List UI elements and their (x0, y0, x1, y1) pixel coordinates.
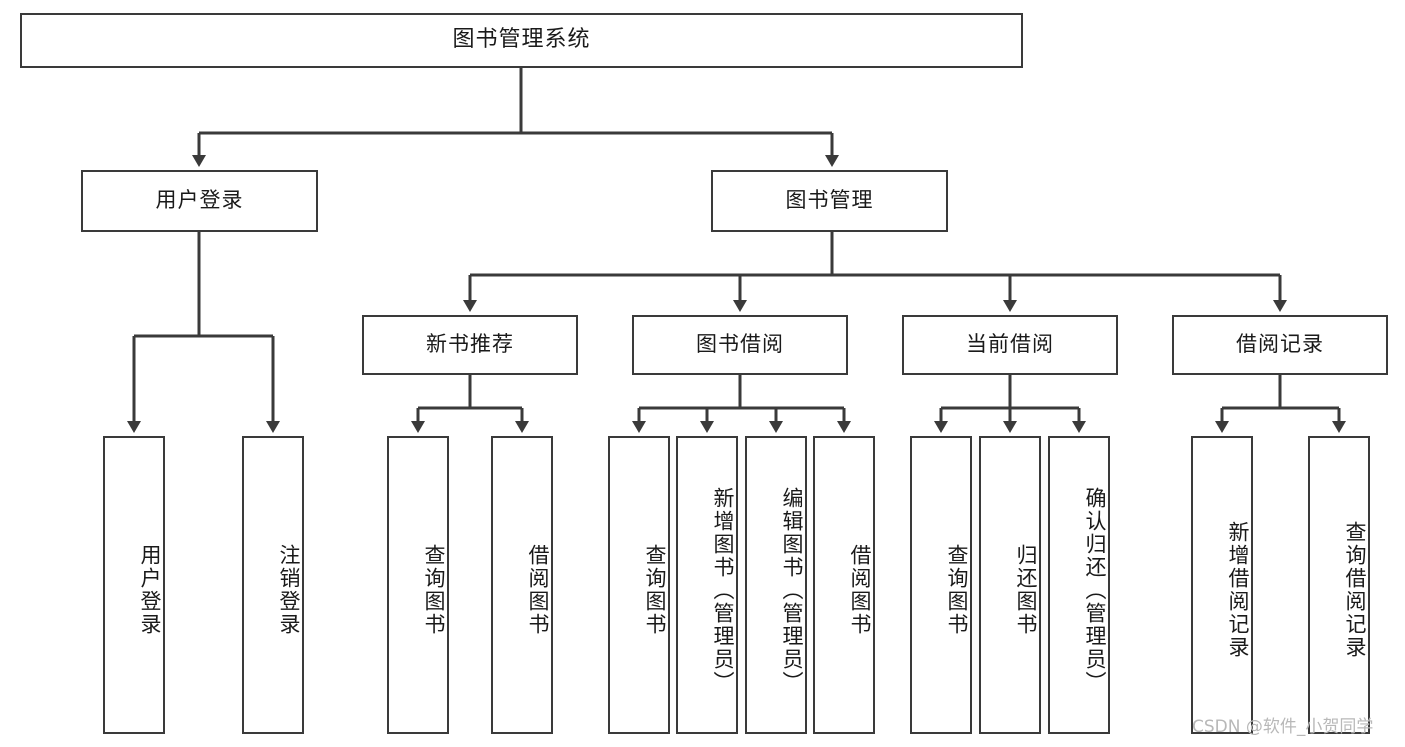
node-leaf-logout[interactable]: 注销登录 (242, 436, 304, 734)
node-user-login[interactable]: 用户登录 (81, 170, 318, 232)
node-label: 查询图书 (643, 544, 667, 636)
node-label: 确认归还（管理员） (1083, 486, 1107, 694)
node-label: 当前借阅 (966, 332, 1054, 357)
watermark: CSDN @软件_小贺同学 (1192, 717, 1374, 737)
node-leaf-search-books-recommend[interactable]: 查询图书 (387, 436, 449, 734)
node-label: 新书推荐 (426, 332, 514, 357)
node-leaf-user-login[interactable]: 用户登录 (103, 436, 165, 734)
node-label: 用户登录 (138, 544, 162, 636)
node-leaf-search-books-current[interactable]: 查询图书 (910, 436, 972, 734)
node-label: 新增借阅记录 (1226, 521, 1250, 659)
node-leaf-add-book-admin[interactable]: 新增图书（管理员） (676, 436, 738, 734)
node-label: 用户登录 (155, 188, 244, 213)
node-leaf-borrow-books-recommend[interactable]: 借阅图书 (491, 436, 553, 734)
node-root-book-management-system[interactable]: 图书管理系统 (20, 13, 1023, 68)
node-label: 图书借阅 (696, 332, 784, 357)
node-leaf-return-books[interactable]: 归还图书 (979, 436, 1041, 734)
node-leaf-search-borrow-record[interactable]: 查询借阅记录 (1308, 436, 1370, 734)
node-label: 借阅图书 (526, 544, 550, 636)
node-label: 图书管理 (785, 188, 874, 213)
node-label: 查询图书 (945, 544, 969, 636)
node-label: 注销登录 (277, 544, 301, 636)
node-label: 查询借阅记录 (1343, 521, 1367, 659)
node-borrow-record[interactable]: 借阅记录 (1172, 315, 1388, 375)
node-label: 借阅记录 (1236, 332, 1324, 357)
node-leaf-confirm-return-admin[interactable]: 确认归还（管理员） (1048, 436, 1110, 734)
node-label: 查询图书 (422, 544, 446, 636)
node-label: 归还图书 (1014, 544, 1038, 636)
node-label: 新增图书（管理员） (711, 486, 735, 694)
node-leaf-search-books-borrow[interactable]: 查询图书 (608, 436, 670, 734)
node-label: 图书管理系统 (452, 27, 591, 53)
node-book-borrow[interactable]: 图书借阅 (632, 315, 848, 375)
node-label: 借阅图书 (848, 544, 872, 636)
node-leaf-add-borrow-record[interactable]: 新增借阅记录 (1191, 436, 1253, 734)
node-current-borrow[interactable]: 当前借阅 (902, 315, 1118, 375)
node-label: 编辑图书（管理员） (780, 486, 804, 694)
node-new-book-recommendation[interactable]: 新书推荐 (362, 315, 578, 375)
node-leaf-borrow-books[interactable]: 借阅图书 (813, 436, 875, 734)
node-leaf-edit-book-admin[interactable]: 编辑图书（管理员） (745, 436, 807, 734)
node-book-management[interactable]: 图书管理 (711, 170, 948, 232)
